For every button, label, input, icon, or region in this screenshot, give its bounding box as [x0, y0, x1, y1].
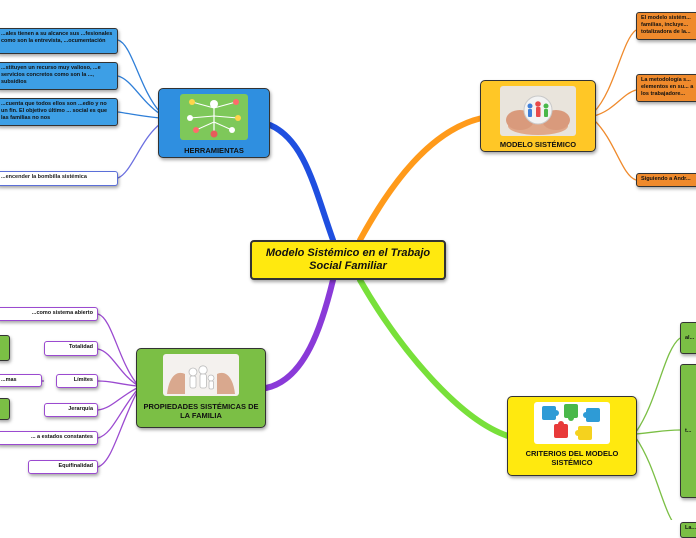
- subtopic-modelo-1[interactable]: El modelo sistém... familias, incluye...…: [636, 12, 696, 40]
- mindmap-links: [14, 29, 681, 520]
- link-modelo-sub1: [593, 29, 637, 113]
- subtopic-criterios-2[interactable]: t...: [680, 364, 696, 498]
- central-topic[interactable]: Modelo Sistémico en el Trabajo Social Fa…: [250, 240, 446, 280]
- main-topic-criterios[interactable]: CRITERIOS DEL MODELO SISTÉMICO: [507, 396, 637, 476]
- link-modelo-sub3: [593, 119, 637, 181]
- link-center-propiedades: [263, 277, 336, 391]
- subtopic-criterios-1[interactable]: al...: [680, 322, 696, 354]
- link-center-criterios: [357, 277, 511, 439]
- main-topic-title: CRITERIOS DEL MODELO SISTÉMICO: [525, 449, 619, 467]
- subtopic-propiedades-green-1[interactable]: [0, 335, 10, 361]
- main-topic-title: MODELO SISTÉMICO: [499, 140, 577, 149]
- subtopic-herramientas-3[interactable]: ...cuenta que todos ellos son ...edio y …: [0, 98, 118, 126]
- subtopic-propiedades-3[interactable]: Límites: [56, 374, 98, 388]
- subtopic-propiedades-1[interactable]: ...como sistema abierto: [0, 307, 98, 321]
- main-topic-title: HERRAMIENTAS: [184, 146, 244, 155]
- subtopic-modelo-3[interactable]: Siguiendo a Andr...: [636, 173, 696, 187]
- link-modelo-sub2: [593, 89, 637, 117]
- family-hands-image: [163, 354, 239, 396]
- hands-family-image: [500, 86, 576, 136]
- subtopic-herramientas-4[interactable]: ...encender la bombilla sistémica: [0, 171, 118, 186]
- link-herr-sub3: [117, 111, 161, 119]
- subtopic-propiedades-extra[interactable]: ...mas: [0, 374, 42, 387]
- subtopic-propiedades-5[interactable]: ... a estados constantes: [0, 431, 98, 445]
- subtopic-propiedades-2[interactable]: Totalidad: [44, 341, 98, 356]
- subtopic-criterios-3[interactable]: La...: [680, 522, 696, 538]
- subtopic-propiedades-6[interactable]: Equifinalidad: [28, 460, 98, 474]
- link-prop-sub3: [97, 380, 138, 387]
- main-topic-herramientas[interactable]: HERRAMIENTAS: [158, 88, 270, 158]
- link-crit-sub1: [635, 337, 681, 433]
- link-prop-sub1: [97, 313, 138, 385]
- subtopic-herramientas-2[interactable]: ...stituyen un recurso muy valioso, ...e…: [0, 62, 118, 90]
- link-herr-sub4: [117, 123, 161, 179]
- link-herr-sub2: [117, 75, 161, 115]
- link-crit-sub2: [635, 429, 681, 435]
- main-topic-modelo-sistemico[interactable]: MODELO SISTÉMICO: [480, 80, 596, 152]
- link-prop-sub6: [97, 391, 138, 468]
- link-center-modelo: [357, 115, 485, 243]
- subtopic-herramientas-1[interactable]: ...ales tienen a su alcance sus ...fesio…: [0, 28, 118, 54]
- link-herr-sub1: [117, 39, 161, 113]
- subtopic-modelo-2[interactable]: La metodología s... elementos en su... a…: [636, 74, 696, 102]
- link-crit-sub3: [635, 437, 673, 520]
- main-topic-title: PROPIEDADES SISTÉMICAS DE LA FAMILIA: [143, 402, 259, 420]
- link-prop-sub4: [97, 387, 138, 411]
- subtopic-propiedades-green-2[interactable]: [0, 398, 10, 420]
- link-prop-sub5: [97, 389, 138, 439]
- network-illustration-image: [180, 94, 248, 140]
- main-topic-propiedades[interactable]: PROPIEDADES SISTÉMICAS DE LA FAMILIA: [136, 348, 266, 428]
- subtopic-propiedades-4[interactable]: Jerarquía: [44, 403, 98, 417]
- link-center-herramientas: [267, 122, 336, 243]
- puzzle-pieces-image: [534, 402, 610, 444]
- link-prop-sub2: [97, 348, 138, 386]
